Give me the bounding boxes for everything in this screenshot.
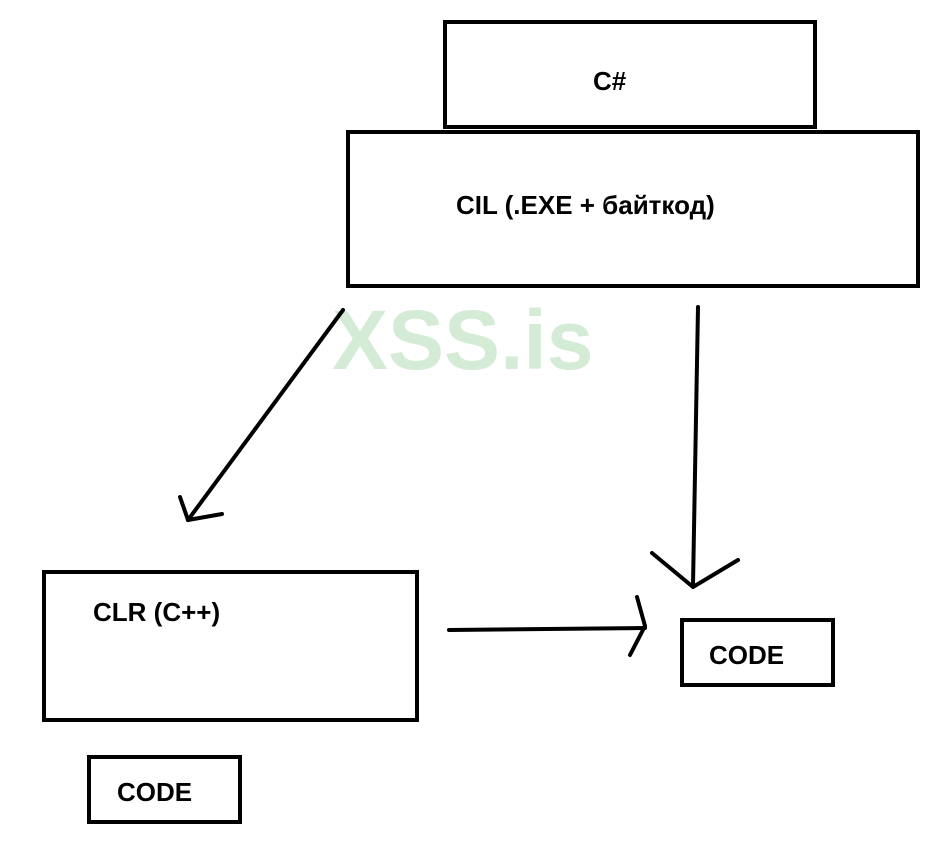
clr-node: CLR (C++) — [42, 570, 419, 722]
arrow-clr-to-code-head-top — [635, 595, 647, 628]
cil-label: CIL (.EXE + байткод) — [456, 190, 715, 220]
arrow-cil-to-code — [650, 305, 740, 589]
code-right-label: CODE — [709, 640, 785, 670]
arrow-cil-to-clr-head-right — [186, 512, 224, 522]
arrow-cil-to-clr-head-left — [178, 495, 190, 522]
code-right-node: CODE — [680, 618, 835, 687]
arrow-cil-to-code-head-right — [691, 558, 740, 589]
watermark: XSS.is — [332, 293, 594, 387]
arrow-cil-to-code-shaft — [691, 305, 700, 587]
arrow-clr-to-code-shaft — [447, 626, 647, 632]
arrow-clr-to-code-head-bottom — [628, 624, 647, 657]
arrow-clr-to-code — [447, 595, 647, 657]
arrow-cil-to-clr-shaft — [186, 308, 345, 522]
code-bottom-label: CODE — [117, 777, 193, 807]
arrow-cil-to-code-head-left — [650, 551, 695, 589]
csharp-label: C# — [593, 66, 627, 96]
csharp-node: C# — [443, 20, 817, 129]
arrow-cil-to-clr — [178, 308, 345, 522]
code-bottom-node: CODE — [87, 755, 242, 824]
cil-node: CIL (.EXE + байткод) — [346, 130, 920, 288]
clr-label: CLR (C++) — [93, 597, 221, 627]
